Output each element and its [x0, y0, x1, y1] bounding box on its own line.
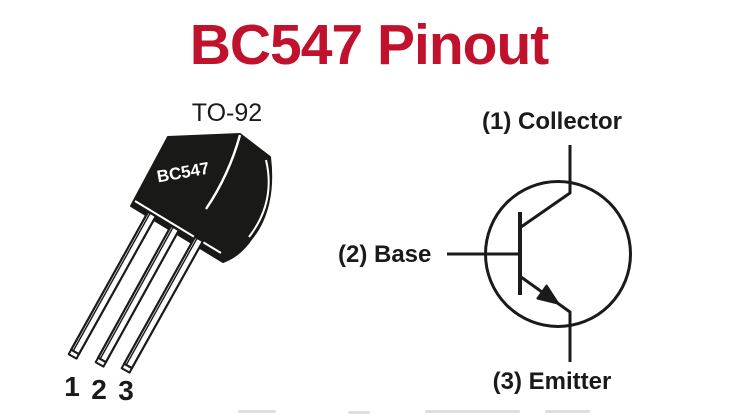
package-type-label: TO-92	[191, 99, 263, 127]
npn-transistor-symbol	[447, 145, 632, 362]
to92-body	[130, 133, 273, 263]
watermark-remnant	[348, 411, 370, 414]
body-seam-line	[205, 134, 242, 210]
emitter-lead	[520, 275, 572, 362]
pin-number-2: 2	[91, 374, 107, 405]
emitter-label: (3) Emitter	[492, 368, 612, 395]
collector-lead	[520, 145, 572, 229]
pin-leg-3	[120, 235, 204, 374]
watermark-remnant	[238, 410, 276, 413]
watermark-remnant	[425, 410, 520, 413]
page-title: BC547 Pinout	[189, 13, 550, 77]
body-bevel-seam	[134, 200, 222, 254]
to92-package-drawing: BC547 1 2 3	[64, 133, 273, 406]
pin-leg-2	[94, 224, 180, 368]
base-label: (2) Base	[338, 241, 432, 268]
pin-leg-1	[67, 210, 157, 360]
body-edge-highlight	[248, 159, 270, 238]
watermark-remnant	[545, 410, 590, 413]
collector-label: (1) Collector	[481, 108, 622, 135]
pin-number-3: 3	[118, 375, 134, 406]
pin-number-1: 1	[64, 371, 80, 402]
emitter-arrow-icon	[536, 284, 560, 305]
